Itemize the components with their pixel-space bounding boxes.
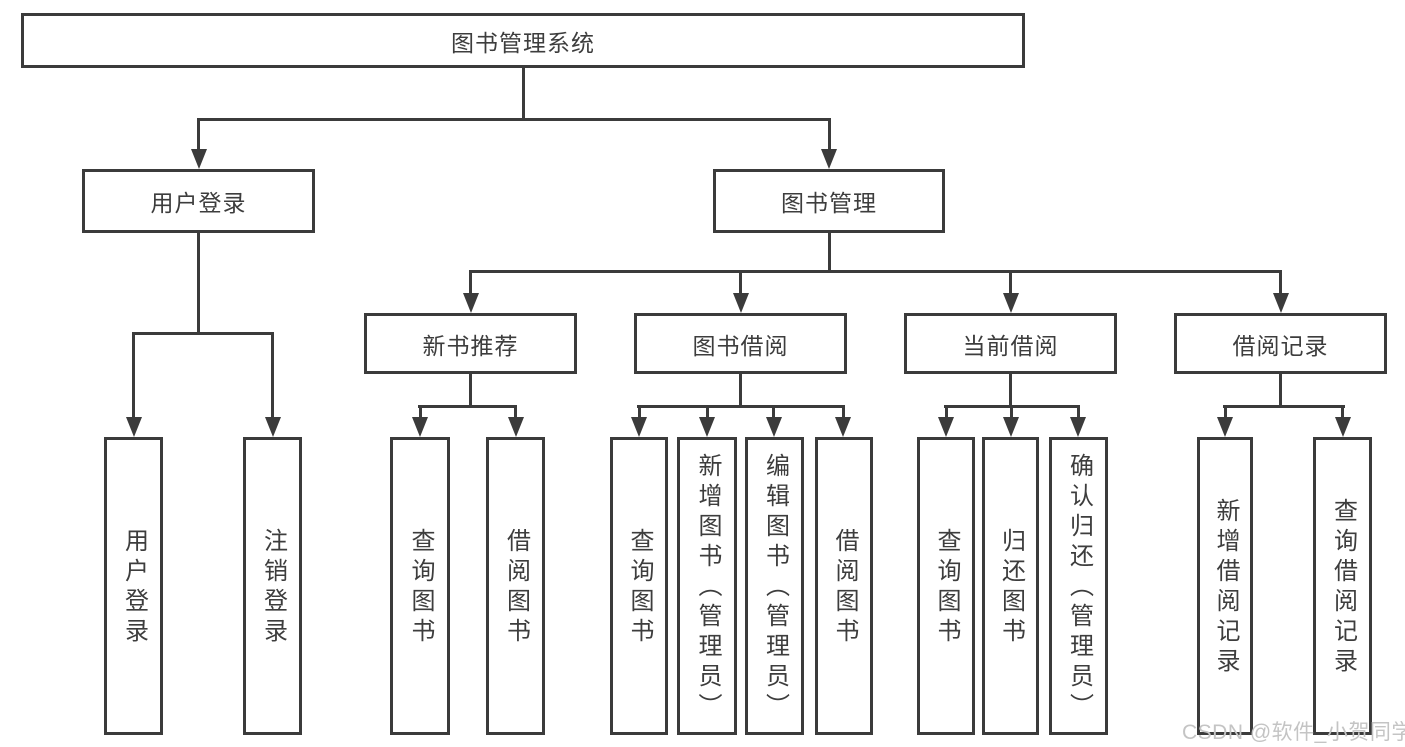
connector-line bbox=[469, 270, 472, 295]
connector-line bbox=[418, 405, 422, 419]
arrow-down-icon bbox=[1003, 417, 1019, 437]
node-user-login: 用户登录 bbox=[82, 169, 315, 233]
arrow-down-icon bbox=[765, 417, 782, 437]
leaf-current-confirm-return-admin: 确认归还（管理员） bbox=[1049, 437, 1108, 735]
connector-line bbox=[1076, 405, 1080, 419]
connector-line bbox=[772, 405, 775, 419]
connector-line bbox=[1279, 270, 1282, 295]
connector-line bbox=[1223, 405, 1227, 419]
arrow-down-icon bbox=[699, 417, 715, 437]
connector-line bbox=[1009, 270, 1012, 295]
leaf-borrow-query-books: 查询图书 bbox=[610, 437, 668, 735]
connector-line bbox=[739, 270, 742, 295]
connector-line bbox=[705, 405, 709, 419]
connector-line bbox=[637, 405, 641, 419]
connector-line bbox=[827, 118, 831, 151]
arrow-down-icon bbox=[125, 417, 142, 437]
connector-records-branch bbox=[1223, 405, 1345, 408]
connector-line bbox=[197, 118, 200, 151]
connector-line bbox=[841, 405, 845, 419]
arrow-down-icon bbox=[507, 417, 524, 437]
leaf-current-query-books: 查询图书 bbox=[917, 437, 975, 735]
leaf-records-add-record: 新增借阅记录 bbox=[1197, 437, 1253, 735]
node-new-book-recommend: 新书推荐 bbox=[364, 313, 577, 374]
arrow-down-icon bbox=[1070, 417, 1086, 437]
connector-root-stem bbox=[521, 68, 525, 121]
leaf-current-return-books: 归还图书 bbox=[982, 437, 1039, 735]
connector-records-stem bbox=[1279, 374, 1282, 408]
arrow-down-icon bbox=[821, 149, 837, 169]
leaf-borrow-borrow-books: 借阅图书 bbox=[815, 437, 873, 735]
leaf-borrow-edit-books-admin: 编辑图书（管理员） bbox=[745, 437, 804, 735]
node-library-management-system: 图书管理系统 bbox=[21, 13, 1025, 68]
node-book-borrow: 图书借阅 bbox=[634, 313, 847, 374]
connector-line bbox=[944, 405, 948, 419]
arrow-down-icon bbox=[631, 417, 647, 437]
leaf-logout: 注销登录 bbox=[243, 437, 302, 735]
connector-root-branch bbox=[197, 118, 831, 121]
connector-line bbox=[1009, 405, 1013, 419]
leaf-borrow-add-books-admin: 新增图书（管理员） bbox=[677, 437, 737, 735]
leaf-records-query-record: 查询借阅记录 bbox=[1313, 437, 1372, 735]
connector-line bbox=[1341, 405, 1344, 419]
connector-recommend-stem bbox=[469, 374, 472, 408]
arrow-down-icon bbox=[732, 293, 749, 313]
leaf-user-login: 用户登录 bbox=[104, 437, 163, 735]
arrow-down-icon bbox=[1272, 293, 1289, 313]
leaf-recommend-borrow-books: 借阅图书 bbox=[486, 437, 545, 735]
connector-borrow-stem bbox=[739, 374, 742, 408]
leaf-recommend-query-books: 查询图书 bbox=[390, 437, 450, 735]
connector-book-management-branch bbox=[469, 270, 1282, 273]
connector-line bbox=[271, 332, 274, 419]
connector-current-stem bbox=[1009, 374, 1012, 408]
connector-line bbox=[132, 332, 135, 419]
node-book-management: 图书管理 bbox=[713, 169, 945, 233]
connector-line bbox=[514, 405, 517, 419]
arrow-down-icon bbox=[190, 149, 207, 169]
arrow-down-icon bbox=[835, 417, 851, 437]
node-current-borrow: 当前借阅 bbox=[904, 313, 1117, 374]
connector-user-login-stem bbox=[197, 233, 200, 335]
connector-user-login-branch bbox=[132, 332, 274, 335]
arrow-down-icon bbox=[264, 417, 281, 437]
connector-recommend-branch bbox=[418, 405, 517, 408]
arrow-down-icon bbox=[938, 417, 954, 437]
connector-borrow-branch bbox=[637, 405, 845, 408]
arrow-down-icon bbox=[412, 417, 428, 437]
arrow-down-icon bbox=[462, 293, 479, 313]
csdn-watermark: CSDN @软件_小贺同学 bbox=[1182, 721, 1405, 744]
connector-book-management-stem bbox=[827, 233, 831, 273]
arrow-down-icon bbox=[1217, 417, 1233, 437]
arrow-down-icon bbox=[1002, 293, 1019, 313]
node-borrow-records: 借阅记录 bbox=[1174, 313, 1387, 374]
arrow-down-icon bbox=[1334, 417, 1351, 437]
